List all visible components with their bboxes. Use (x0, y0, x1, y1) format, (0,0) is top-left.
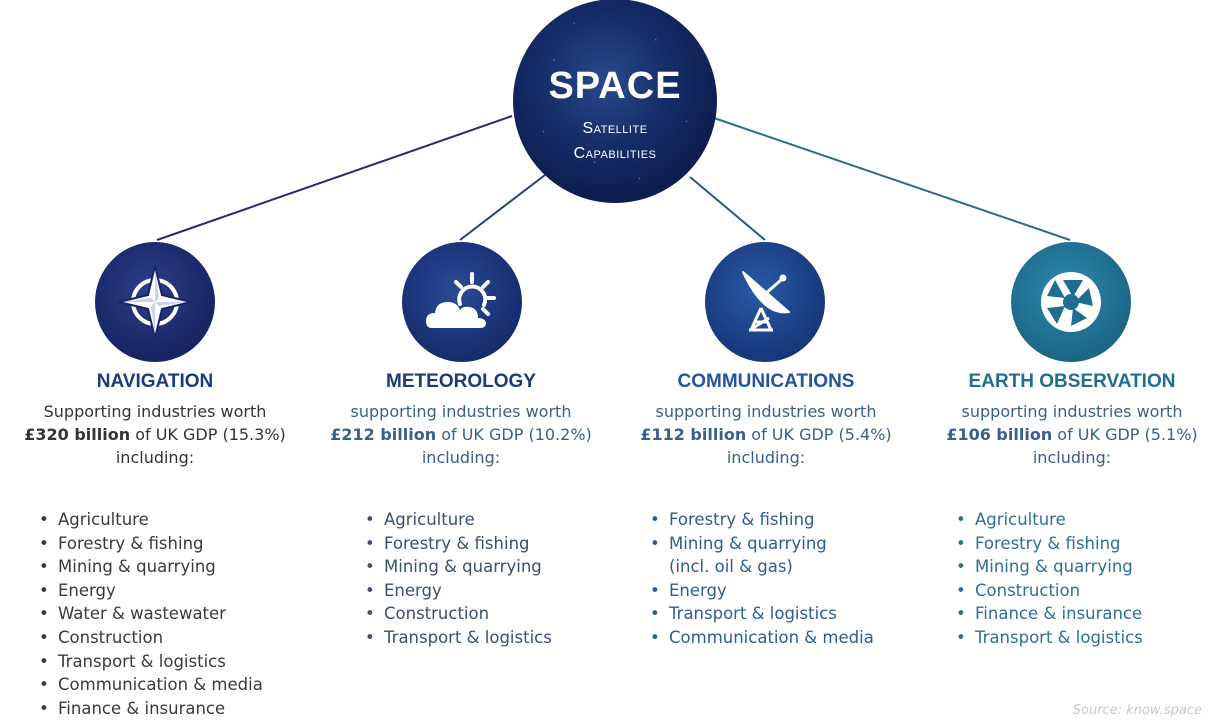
list-item: Water & wastewater (36, 602, 263, 626)
connector-earth-observation (713, 117, 1071, 241)
list-item: Construction (362, 602, 552, 626)
communications-value-line: £112 billion of UK GDP (5.4%) (616, 423, 916, 446)
meteorology-share: of UK GDP (10.2%) (436, 425, 592, 444)
list-item: Communication & media (647, 626, 874, 650)
list-item: Construction (36, 626, 263, 650)
list-item: Communication & media (36, 673, 263, 697)
satellite-dish-icon (742, 271, 790, 332)
list-item: Forestry & fishing (647, 508, 874, 532)
list-item: Transport & logistics (953, 626, 1143, 650)
meteorology-value-line: £212 billion of UK GDP (10.2%) (311, 423, 611, 446)
navigation-column: NAVIGATION Supporting industries worth £… (5, 369, 305, 469)
communications-amount: £112 billion (640, 425, 747, 444)
earth-observation-summary: supporting industries worth £106 billion… (922, 400, 1216, 469)
list-item: Agriculture (36, 508, 263, 532)
list-item: Forestry & fishing (953, 532, 1143, 556)
meteorology-column: METEOROLOGY supporting industries worth … (311, 369, 611, 469)
meteorology-industry-list: Agriculture Forestry & fishing Mining & … (362, 508, 552, 650)
communications-column: COMMUNICATIONS supporting industries wor… (616, 369, 916, 469)
earth-observation-amount: £106 billion (946, 425, 1053, 444)
meteorology-icon-circle (402, 242, 522, 362)
sun-cloud-icon (426, 272, 496, 328)
list-item: Mining & quarrying (647, 532, 874, 556)
list-item: Construction (953, 579, 1143, 603)
communications-lead: supporting industries worth (655, 402, 877, 421)
list-item: Agriculture (953, 508, 1143, 532)
communications-summary: supporting industries worth £112 billion… (616, 400, 916, 469)
communications-industry-list: Forestry & fishing Mining & quarrying (i… (647, 508, 874, 650)
list-item: Transport & logistics (362, 626, 552, 650)
compass-icon (118, 265, 192, 339)
list-item: Mining & quarrying (36, 555, 263, 579)
earth-observation-share: of UK GDP (5.1%) (1052, 425, 1198, 444)
earth-observation-icon-circle (1011, 242, 1131, 362)
navigation-title: NAVIGATION (96, 371, 214, 392)
communications-share: of UK GDP (5.4%) (746, 425, 892, 444)
list-item: Mining & quarrying (362, 555, 552, 579)
list-item-continuation: (incl. oil & gas) (669, 557, 793, 577)
list-item: Finance & insurance (36, 697, 263, 720)
list-item: Mining & quarrying (953, 555, 1143, 579)
earth-observation-tail: including: (1032, 448, 1112, 467)
list-item: Energy (647, 579, 874, 603)
camera-aperture-icon (1041, 272, 1101, 332)
earth-observation-title: EARTH OBSERVATION (968, 371, 1176, 392)
navigation-industry-list: Agriculture Forestry & fishing Mining & … (36, 508, 263, 720)
list-item: Finance & insurance (953, 602, 1143, 626)
meteorology-lead: supporting industries worth (350, 402, 572, 421)
source-credit: Source: know.space (1072, 703, 1202, 718)
communications-title: COMMUNICATIONS (677, 371, 855, 392)
navigation-summary: Supporting industries worth £320 billion… (5, 400, 305, 469)
earth-observation-lead: supporting industries worth (961, 402, 1183, 421)
navigation-icon-circle (95, 242, 215, 362)
hub-subtitle-line1: Satellite (582, 120, 648, 137)
hub-title: SPACE (548, 65, 682, 107)
list-item: Agriculture (362, 508, 552, 532)
navigation-share: of UK GDP (15.3%) (130, 425, 286, 444)
navigation-value-line: £320 billion of UK GDP (15.3%) (5, 423, 305, 446)
meteorology-tail: including: (421, 448, 501, 467)
navigation-tail: including: (115, 448, 195, 467)
communications-icon-circle (705, 242, 825, 362)
navigation-lead: Supporting industries worth (43, 402, 267, 421)
meteorology-summary: supporting industries worth £212 billion… (311, 400, 611, 469)
earth-observation-column: EARTH OBSERVATION supporting industries … (922, 369, 1216, 469)
list-item: Energy (362, 579, 552, 603)
list-item: Transport & logistics (647, 602, 874, 626)
communications-tail: including: (726, 448, 806, 467)
navigation-amount: £320 billion (24, 425, 131, 444)
space-hub-circle: SPACE Satellite Capabilities (513, 0, 717, 203)
connector-navigation (156, 115, 513, 241)
list-item: Forestry & fishing (36, 532, 263, 556)
earth-observation-value-line: £106 billion of UK GDP (5.1%) (922, 423, 1216, 446)
meteorology-title: METEOROLOGY (386, 371, 536, 392)
earth-observation-industry-list: Agriculture Forestry & fishing Mining & … (953, 508, 1143, 650)
list-item: Energy (36, 579, 263, 603)
hub-subtitle-line2: Capabilities (573, 145, 657, 162)
meteorology-amount: £212 billion (330, 425, 437, 444)
starfield-background (513, 0, 717, 203)
list-item: Transport & logistics (36, 650, 263, 674)
list-item: Forestry & fishing (362, 532, 552, 556)
